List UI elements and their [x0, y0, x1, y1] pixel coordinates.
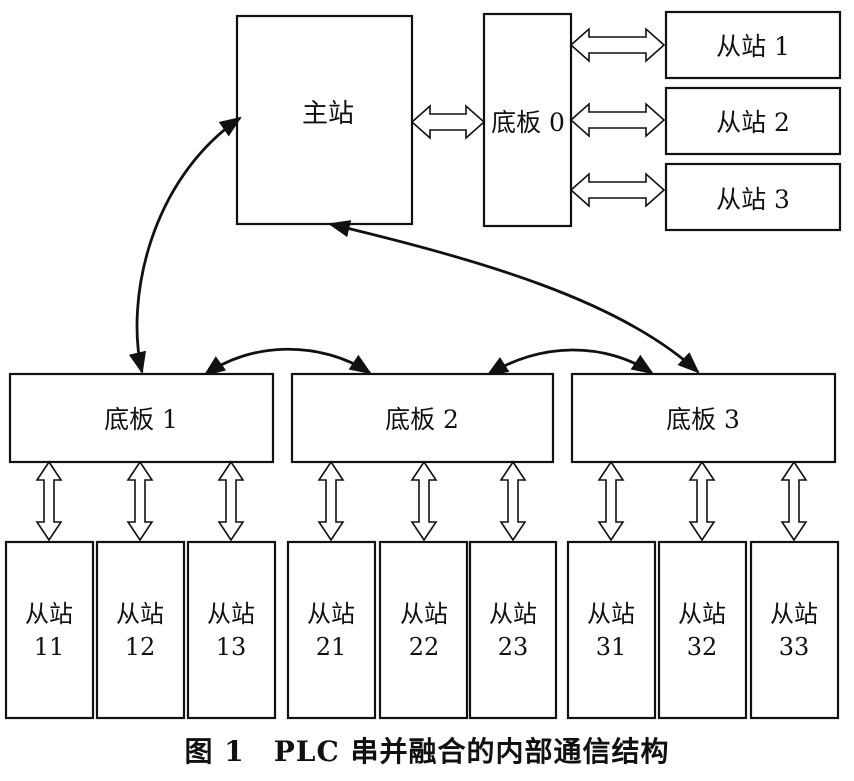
backplane-3-label: 底板 3 [666, 405, 740, 434]
slave-station-33: 从站 33 [749, 540, 840, 720]
backplane2-slave22-double-arrow [410, 460, 438, 542]
slave-station-33-number: 33 [779, 633, 810, 661]
slave-station-3: 从站 3 [664, 162, 842, 232]
backplane3-slave33-double-arrow [780, 460, 808, 542]
backplane-3: 底板 3 [570, 372, 837, 464]
slave-station-21-number: 21 [316, 633, 347, 661]
figure-caption: 图 1 PLC 串并融合的内部通信结构 [184, 735, 670, 768]
master-backplane3-link [327, 220, 700, 374]
slave-station-23: 从站 23 [468, 540, 558, 720]
backplane3-slave31-double-arrow [597, 460, 625, 542]
slave-station-31-number: 31 [596, 633, 627, 661]
slave-station-22-number: 22 [409, 633, 440, 661]
slave-station-11: 从站 11 [4, 540, 95, 720]
master-backplane1-link [128, 116, 242, 375]
slave-station-22-label: 从站 [400, 600, 448, 628]
slave-station-21-label: 从站 [307, 600, 355, 628]
slave-station-3-label: 从站 3 [716, 185, 790, 214]
slave-station-12-number: 12 [125, 633, 156, 661]
backplane0-slave1-double-arrow [569, 27, 666, 63]
backplane2-slave21-double-arrow [317, 460, 345, 542]
slave-station-12-label: 从站 [116, 600, 164, 628]
backplane-1: 底板 1 [8, 372, 275, 464]
slave-station-11-label: 从站 [25, 600, 73, 628]
slave-station-31: 从站 31 [566, 540, 657, 720]
slave-station-11-number: 11 [34, 633, 65, 661]
backplane0-slave2-double-arrow [569, 102, 666, 138]
backplane-2: 底板 2 [290, 372, 555, 464]
backplane2-slave23-double-arrow [499, 460, 527, 542]
backplane3-slave32-double-arrow [688, 460, 716, 542]
backplane0-slave3-double-arrow [569, 172, 666, 208]
backplane-2-label: 底板 2 [385, 405, 459, 434]
slave-station-13-number: 13 [216, 633, 247, 661]
slave-station-13: 从站 13 [186, 540, 277, 720]
slave-station-32-number: 32 [687, 633, 718, 661]
slave-station-22: 从站 22 [378, 540, 469, 720]
slave-station-21: 从站 21 [286, 540, 377, 720]
slave-station-13-label: 从站 [207, 600, 255, 628]
slave-station-32: 从站 32 [657, 540, 748, 720]
master-backplane0-double-arrow [410, 104, 486, 140]
slave-station-32-label: 从站 [678, 600, 726, 628]
slave-station-33-label: 从站 [770, 600, 818, 628]
slave-station-1-label: 从站 1 [716, 32, 790, 61]
slave-station-1: 从站 1 [664, 10, 842, 80]
slave-station-2: 从站 2 [664, 86, 842, 156]
backplane-0-label: 底板 0 [491, 108, 565, 137]
slave-station-23-number: 23 [498, 633, 529, 661]
backplane-1-label: 底板 1 [104, 405, 178, 434]
backplane1-slave12-double-arrow [126, 460, 154, 542]
master-station: 主站 [235, 14, 414, 226]
slave-station-23-label: 从站 [489, 600, 537, 628]
backplane1-slave11-double-arrow [35, 460, 63, 542]
backplane-0: 底板 0 [482, 12, 573, 228]
slave-station-31-label: 从站 [587, 600, 635, 628]
backplane1-backplane2-link [203, 347, 372, 377]
slave-station-12: 从站 12 [95, 540, 186, 720]
slave-station-2-label: 从站 2 [716, 108, 790, 137]
master-station-label: 主站 [302, 99, 354, 129]
backplane2-backplane3-link [486, 348, 654, 377]
backplane1-slave13-double-arrow [217, 460, 245, 542]
